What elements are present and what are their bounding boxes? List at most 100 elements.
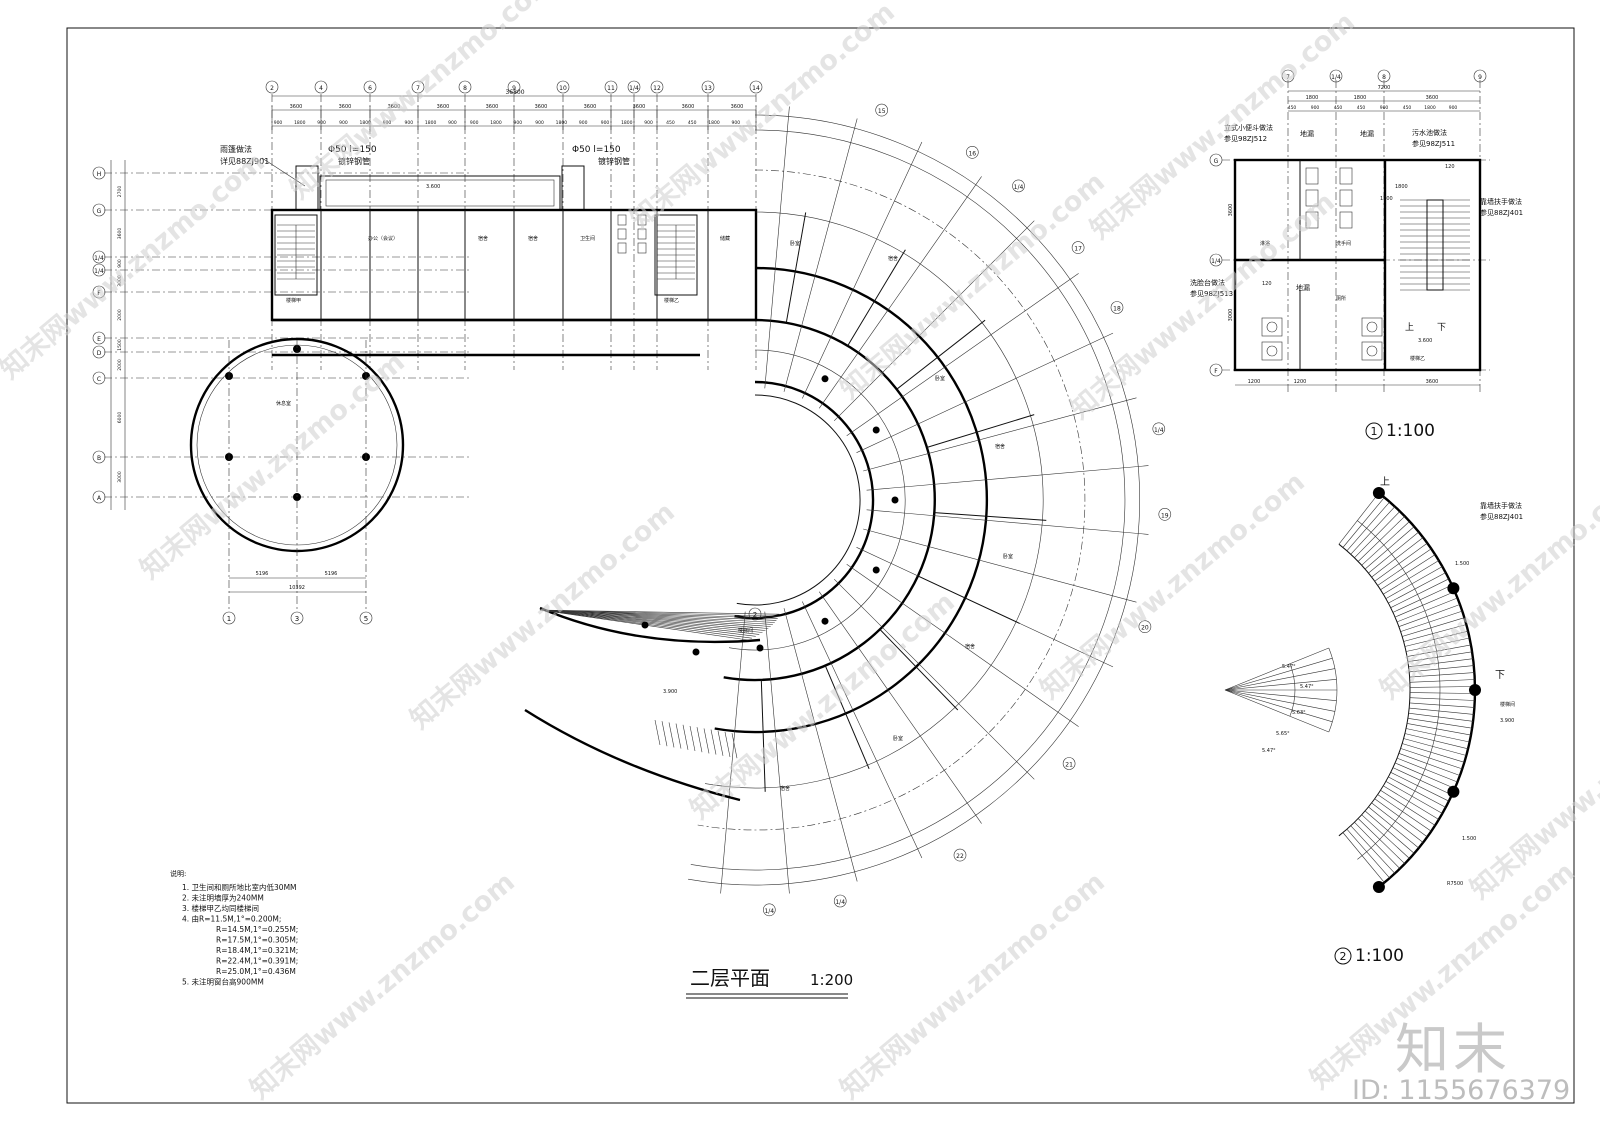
axis-label: 12 — [653, 85, 661, 92]
dim-text: 6000 — [117, 412, 123, 424]
svg-text:7200: 7200 — [1378, 85, 1391, 91]
svg-text:靠墙扶手做法: 靠墙扶手做法 — [1480, 501, 1522, 510]
axis-bubble — [92, 250, 106, 264]
svg-text:知末网www.znzmo.com: 知末网www.znzmo.com — [835, 167, 1111, 406]
svg-text:知末网www.znzmo.com: 知末网www.znzmo.com — [135, 347, 411, 586]
radial-axis-label: 18 — [1113, 306, 1121, 313]
radial-axis-label: 20 — [1141, 625, 1149, 632]
dim-text: 2700 — [117, 186, 123, 198]
dim-sub-text: 450 — [688, 120, 697, 126]
dim-text: 3600 — [339, 104, 352, 110]
svg-text:1700: 1700 — [1380, 196, 1393, 202]
canopy-notes: 雨篷做法 详见88ZJ901 Φ50 l=150 镀锌钢管 Φ50 l=150 … — [220, 144, 630, 190]
axis-label: D — [97, 350, 102, 357]
axis-bubble — [92, 203, 106, 217]
axis-bubble — [92, 371, 106, 385]
dim-sub-text: 1800 — [359, 120, 371, 126]
dim-sub-text: 900 — [579, 120, 588, 126]
canopy-1 — [319, 175, 561, 211]
svg-text:5.65°: 5.65° — [1276, 731, 1290, 737]
axis-bubble — [411, 80, 425, 94]
svg-text:宿舍: 宿舍 — [965, 643, 975, 650]
svg-text:5.47°: 5.47° — [1282, 664, 1296, 670]
axis-bubble — [314, 80, 328, 94]
detail2-scale: 1:100 — [1355, 946, 1404, 966]
note-line: 3. 楼梯甲乙均同楼梯间 — [182, 903, 259, 913]
radial-axis-bubble — [1110, 301, 1124, 314]
svg-text:宿舍: 宿舍 — [888, 255, 898, 262]
svg-text:1.500: 1.500 — [1462, 836, 1476, 842]
axis-bubble — [701, 80, 715, 94]
svg-text:450: 450 — [1357, 105, 1366, 111]
axis-label: F — [97, 290, 101, 297]
svg-text:楼梯甲: 楼梯甲 — [286, 297, 301, 304]
svg-text:1/4: 1/4 — [1211, 258, 1221, 265]
svg-text:1/4: 1/4 — [1331, 74, 1341, 81]
axis-label: 10 — [559, 85, 567, 92]
radial-axis-label: 16 — [968, 150, 976, 157]
dim-sub-text: 1800 — [294, 120, 306, 126]
svg-text:1200: 1200 — [1294, 379, 1307, 385]
svg-text:3600: 3600 — [1228, 204, 1234, 217]
svg-text:雨篷做法: 雨篷做法 — [220, 144, 252, 154]
svg-text:上: 上 — [1380, 476, 1390, 488]
horizontal-grid-lines — [104, 172, 470, 498]
svg-text:3600: 3600 — [1426, 379, 1439, 385]
dim-sub-text: 450 — [666, 120, 675, 126]
canopy-inner — [325, 179, 555, 207]
svg-text:2: 2 — [753, 611, 757, 619]
radial-axis-label: 19 — [1161, 512, 1169, 519]
room-partitions — [320, 210, 709, 320]
radial-axis-bubble — [1012, 179, 1025, 193]
svg-text:3.600: 3.600 — [426, 184, 440, 190]
axis-bubble — [749, 80, 763, 94]
svg-text:卧室: 卧室 — [1003, 553, 1013, 560]
note-line: R=25.0M,1°=0.436M — [216, 967, 296, 976]
axis-label: E — [97, 336, 101, 343]
stair-b — [654, 214, 698, 296]
note-line: R=14.5M,1°=0.255M; — [216, 925, 298, 934]
svg-text:5: 5 — [364, 615, 368, 623]
svg-text:1800: 1800 — [1424, 105, 1436, 111]
radial-axis-bubble — [833, 894, 847, 908]
svg-text:宿舍: 宿舍 — [478, 235, 488, 242]
radial-axis-label: 1/4 — [835, 899, 845, 906]
svg-text:知末网www.znzmo.com: 知末网www.znzmo.com — [285, 0, 561, 205]
axis-bubble — [92, 450, 106, 464]
radial-axis-bubble — [1158, 507, 1172, 521]
id-label: ID: 1155676379 — [1352, 1075, 1571, 1106]
svg-text:3.600: 3.600 — [1418, 338, 1432, 344]
note-line: 5. 未注明窗台高900MM — [182, 977, 264, 987]
svg-text:知末网www.znzmo.com: 知末网www.znzmo.com — [245, 867, 521, 1106]
svg-text:3.900: 3.900 — [1500, 718, 1514, 724]
drawing-frame — [66, 27, 1575, 1104]
svg-text:Φ50 l=150: Φ50 l=150 — [328, 145, 377, 155]
radial-axis-bubble — [1071, 241, 1085, 254]
radial-axis-bubble — [1138, 620, 1152, 634]
detail-2-curved-stair: 靠墙扶手做法 参见88ZJ401 上 下 1.500 1.500 3.900 楼… — [1224, 476, 1523, 966]
svg-text:参见98ZJ512: 参见98ZJ512 — [1224, 134, 1267, 143]
axis-label: 1/4 — [94, 268, 104, 275]
svg-text:F: F — [1214, 368, 1218, 375]
main-plan-title: 二层平面 1:200 — [686, 966, 853, 999]
svg-text:知末网www.znzmo.com: 知末网www.znzmo.com — [0, 147, 271, 386]
svg-text:说明:: 说明: — [170, 869, 186, 878]
note-line: R=17.5M,1°=0.305M; — [216, 936, 298, 945]
dim-text: 3600 — [290, 104, 303, 110]
dim-text: 3600 — [486, 104, 499, 110]
svg-text:8: 8 — [1382, 74, 1386, 81]
radial-axis-label: 22 — [956, 853, 964, 860]
radial-axis-label: 1/4 — [1154, 427, 1164, 434]
note-line: R=18.4M,1°=0.321M; — [216, 946, 298, 955]
svg-text:洗脸台做法: 洗脸台做法 — [1190, 278, 1225, 287]
svg-text:镀锌钢管: 镀锌钢管 — [598, 156, 630, 166]
axis-label: 2 — [270, 85, 274, 92]
stair-a — [274, 214, 318, 296]
dim-sub-text: 900 — [405, 120, 414, 126]
axis-label: A — [97, 495, 102, 502]
dim-text: 3000 — [117, 275, 123, 287]
dim-sub-text: 1800 — [621, 120, 633, 126]
dim-sub-text: 900 — [514, 120, 523, 126]
